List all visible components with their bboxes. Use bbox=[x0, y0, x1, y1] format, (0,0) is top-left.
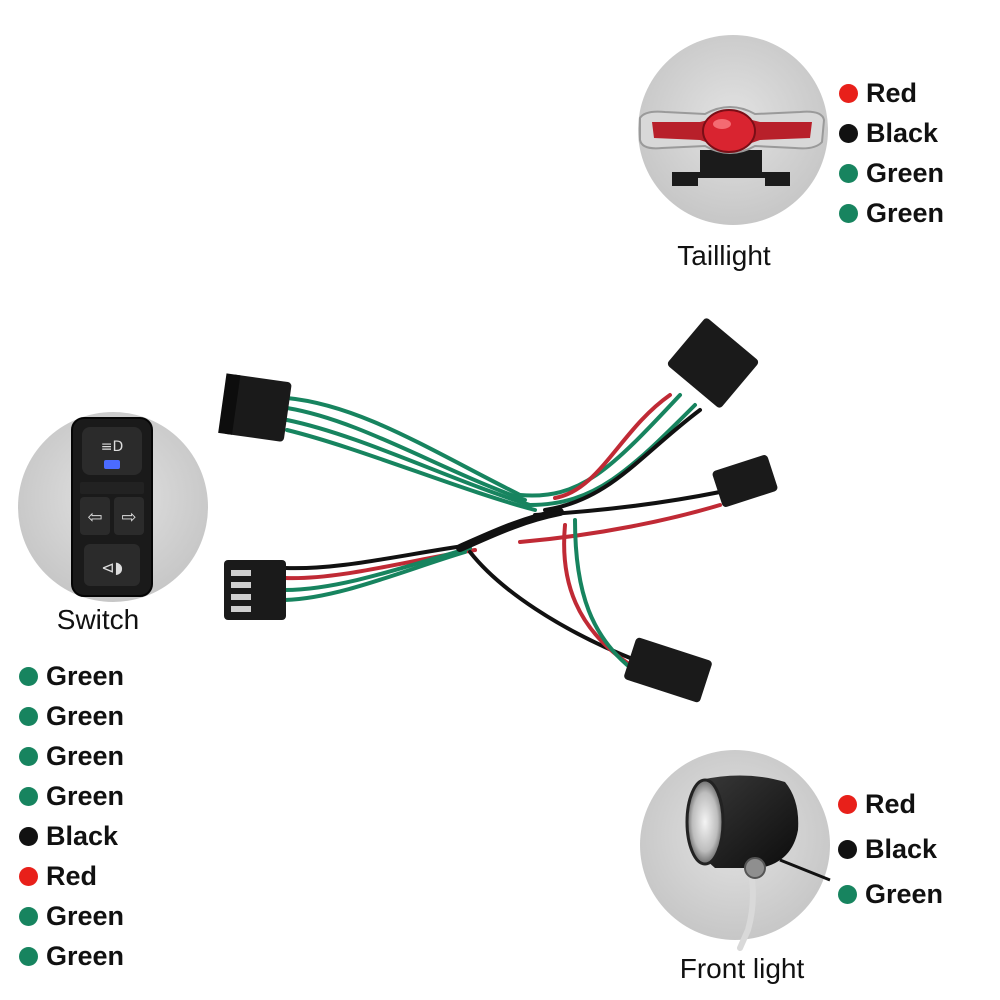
wire-color-dot bbox=[838, 885, 857, 904]
wire-color-dot bbox=[838, 795, 857, 814]
switch-wire-item: Green bbox=[19, 936, 124, 976]
switch-image: ≡D ⇦ ⇨ ⊲◗ bbox=[18, 412, 208, 602]
wire-color-dot bbox=[19, 826, 38, 846]
taillight-wire-item: Green bbox=[839, 153, 944, 193]
taillight-caption: Taillight bbox=[677, 240, 771, 271]
taillight-wire-item: Red bbox=[839, 73, 944, 113]
wire-color-label: Black bbox=[866, 117, 939, 148]
wire-color-dot bbox=[19, 946, 38, 966]
switch-wire-item: Green bbox=[19, 896, 124, 936]
wire-color-dot bbox=[839, 83, 858, 103]
wire-color-label: Green bbox=[46, 780, 125, 811]
svg-text:≡D: ≡D bbox=[101, 439, 124, 455]
wire-color-label: Green bbox=[46, 900, 125, 931]
connector-front-light bbox=[624, 637, 712, 703]
connector-aux bbox=[712, 455, 778, 507]
svg-text:⇨: ⇨ bbox=[121, 507, 136, 528]
connector-taillight bbox=[667, 318, 759, 408]
taillight-wire-item: Green bbox=[839, 193, 944, 233]
wire-color-dot bbox=[19, 666, 38, 686]
wire-color-label: Black bbox=[46, 820, 119, 851]
connector-switch-lower bbox=[224, 560, 286, 620]
wiring-harness bbox=[283, 393, 722, 677]
taillight-image bbox=[638, 35, 828, 225]
wire-color-label: Red bbox=[865, 789, 917, 819]
switch-caption: Switch bbox=[57, 604, 139, 635]
wire-color-dot bbox=[19, 866, 38, 886]
wire-color-label: Green bbox=[866, 197, 945, 228]
wire-color-dot bbox=[19, 706, 38, 726]
wire-color-label: Black bbox=[865, 834, 938, 864]
wire-color-dot bbox=[839, 123, 858, 143]
wire-color-label: Green bbox=[866, 157, 945, 188]
wire-color-dot bbox=[838, 840, 857, 859]
wire-color-dot bbox=[19, 906, 38, 926]
connector-switch-upper bbox=[218, 373, 292, 442]
switch-wire-item: Green bbox=[19, 656, 124, 696]
taillight-wire-item: Black bbox=[839, 113, 944, 153]
svg-text:⇦: ⇦ bbox=[87, 507, 102, 528]
wire-color-dot bbox=[19, 786, 38, 806]
front-light-wire-item: Black bbox=[838, 827, 943, 872]
wire-color-label: Green bbox=[46, 740, 125, 771]
switch-wire-item: Red bbox=[19, 856, 124, 896]
switch-wire-item: Green bbox=[19, 736, 124, 776]
wire-color-label: Green bbox=[46, 660, 125, 691]
wire-color-label: Green bbox=[46, 940, 125, 971]
switch-wire-item: Black bbox=[19, 816, 124, 856]
wire-color-dot bbox=[19, 746, 38, 766]
wire-color-label: Red bbox=[866, 77, 918, 108]
wire-color-label: Green bbox=[865, 879, 944, 909]
svg-text:⊲◗: ⊲◗ bbox=[101, 558, 123, 577]
wire-color-dot bbox=[839, 163, 858, 183]
front-light-image bbox=[640, 750, 831, 951]
wire-color-label: Red bbox=[46, 860, 98, 891]
switch-wire-item: Green bbox=[19, 696, 124, 736]
front-light-caption: Front light bbox=[680, 953, 805, 984]
wire-color-label: Green bbox=[46, 700, 125, 731]
wire-color-dot bbox=[839, 203, 858, 223]
switch-wire-item: Green bbox=[19, 776, 124, 816]
front-light-wire-item: Green bbox=[838, 872, 943, 917]
front-light-wire-item: Red bbox=[838, 782, 943, 827]
